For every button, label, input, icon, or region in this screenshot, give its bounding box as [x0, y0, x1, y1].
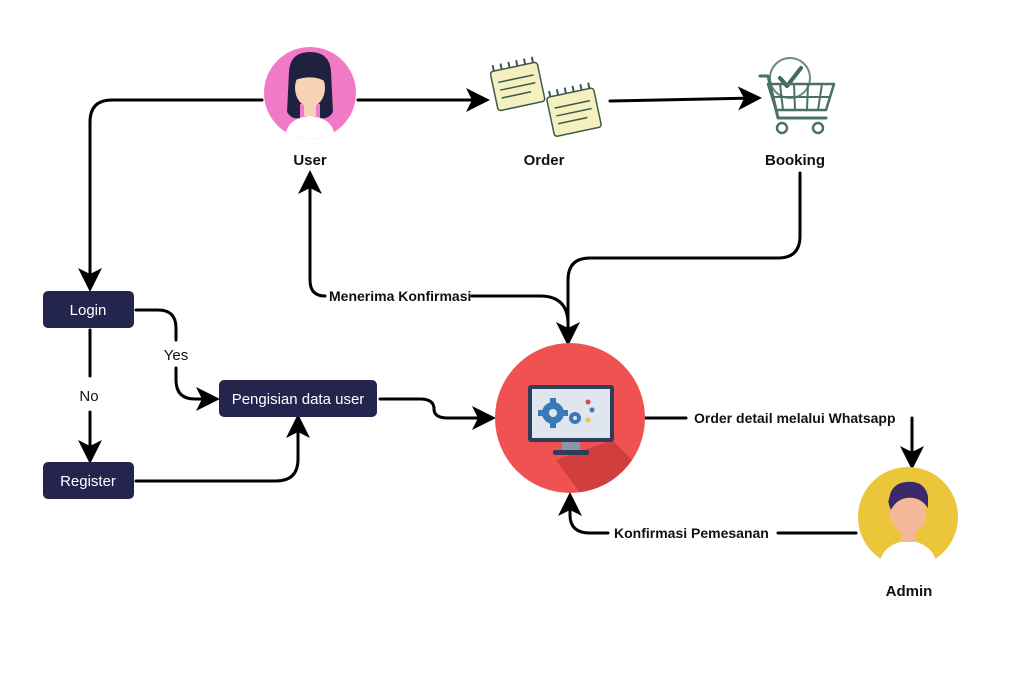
- connectors: [78, 86, 912, 535]
- login-label: Login: [70, 302, 107, 319]
- pengisian-label: Pengisian data user: [232, 391, 365, 408]
- admin-label: Admin: [886, 583, 933, 600]
- edge-pengisian-to-system: [378, 397, 496, 430]
- order-node: Order: [489, 56, 602, 169]
- edge-admin-to-system: [570, 498, 858, 535]
- pengisian-data-user-node: Pengisian data user: [219, 380, 377, 417]
- edge-login-yes-to-pengisian: [134, 308, 214, 399]
- male-admin-avatar-icon: [858, 467, 958, 567]
- user-node: User: [264, 47, 356, 169]
- edge-label-menerima-konfirmasi: Menerima Konfirmasi: [329, 288, 471, 304]
- order-label: Order: [524, 152, 565, 169]
- user-label: User: [293, 152, 327, 169]
- register-label: Register: [60, 473, 116, 490]
- shopping-cart-check-icon: [758, 57, 836, 135]
- login-node: Login: [43, 291, 134, 328]
- edge-register-to-pengisian: [134, 414, 310, 483]
- edge-booking-to-system: [556, 171, 802, 346]
- admin-node: Admin: [858, 467, 958, 600]
- booking-label: Booking: [765, 152, 825, 169]
- edge-system-to-admin: [643, 416, 912, 464]
- edge-user-to-login: [78, 98, 264, 292]
- edge-system-to-user-confirm: [310, 176, 570, 326]
- booking-node: Booking: [758, 57, 836, 169]
- edge-label-konfirmasi-pemesanan: Konfirmasi Pemesanan: [614, 525, 769, 541]
- female-user-avatar-icon: [264, 47, 356, 139]
- edge-label-order-detail: Order detail melalui Whatsapp: [694, 410, 896, 426]
- no-label: No: [79, 388, 98, 405]
- system-node: [495, 343, 645, 493]
- edge-order-to-booking: [608, 86, 762, 111]
- notepad-documents-icon: [489, 56, 602, 137]
- register-node: Register: [43, 462, 134, 499]
- computer-settings-icon: [495, 343, 645, 493]
- yes-label: Yes: [164, 347, 188, 364]
